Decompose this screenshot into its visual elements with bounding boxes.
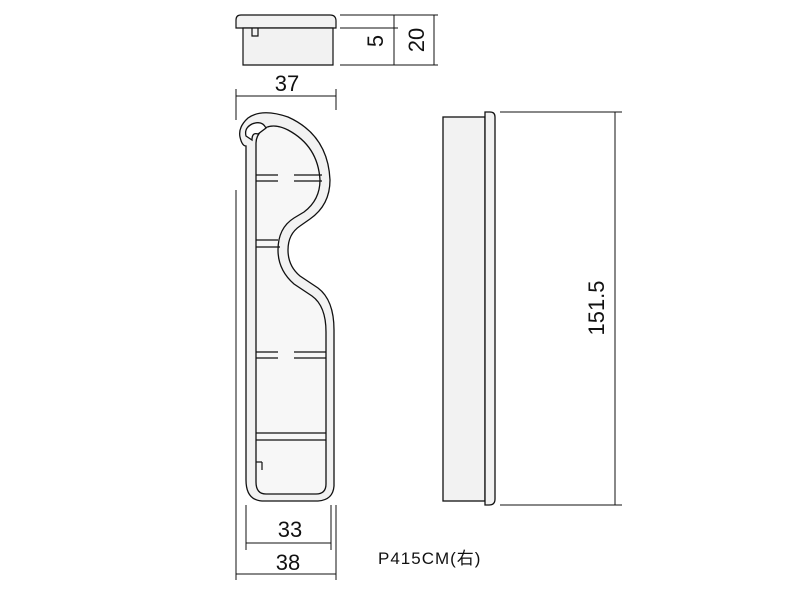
length-dimension (500, 111, 622, 506)
internal-ribs (256, 174, 326, 470)
handle-side-view (442, 111, 496, 506)
bottom-outer-label: 38 (276, 550, 300, 575)
bottom-inner-label: 33 (278, 517, 302, 542)
cap-width-label: 37 (275, 71, 299, 96)
cap-offset-label: 5 (363, 35, 388, 47)
part-number-label: P415CM(右) (378, 549, 482, 568)
cap-width-dimension (235, 89, 337, 120)
profile-extension-lines (235, 190, 337, 580)
end-cap-top-view (235, 14, 337, 66)
handle-cross-section (239, 112, 335, 502)
cap-height-dimension (340, 14, 438, 66)
length-label: 151.5 (584, 280, 609, 335)
cap-height-label: 20 (404, 28, 429, 52)
